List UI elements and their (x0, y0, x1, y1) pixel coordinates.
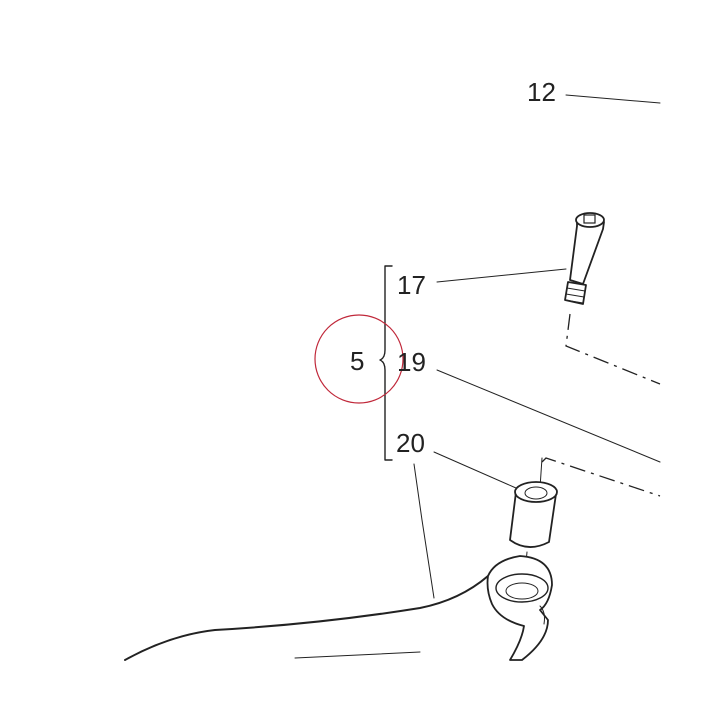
callout-5: 5 (314, 314, 404, 404)
frame-arm (124, 555, 553, 661)
frame-boss-edge (539, 605, 545, 625)
callout-20-leader-frame (413, 463, 435, 599)
frame-outline-top (124, 575, 489, 661)
callout-12-label: 12 (527, 77, 556, 107)
callout-20-leader (433, 451, 517, 489)
hex-socket-icon (583, 214, 596, 224)
axis-line-upper (565, 313, 661, 385)
callout-17-leader (436, 268, 567, 283)
frame-boss-bore (505, 582, 539, 600)
bracket-brace (379, 265, 393, 461)
callout-17-label: 17 (397, 270, 426, 300)
highlight-circle (314, 314, 404, 404)
part-20-sleeve (509, 457, 558, 586)
callout-12: 12 (527, 77, 661, 107)
callout-20: 20 (396, 428, 517, 599)
frame-boss-rim (495, 573, 549, 603)
axis-line-lower (541, 457, 661, 497)
callout-19: 19 (397, 347, 661, 463)
callout-19-label: 19 (397, 347, 426, 377)
callout-20-label: 20 (396, 428, 425, 458)
callout-19-leader (436, 369, 661, 463)
callout-5-label: 5 (350, 346, 364, 376)
frame-boss (486, 555, 553, 661)
group-bracket (379, 265, 393, 461)
frame-inner-line (294, 651, 421, 659)
part-17-threaded-pin (564, 212, 605, 305)
callout-17: 17 (397, 268, 567, 300)
callout-12-leader (565, 94, 661, 104)
sleeve-bore (524, 486, 548, 500)
